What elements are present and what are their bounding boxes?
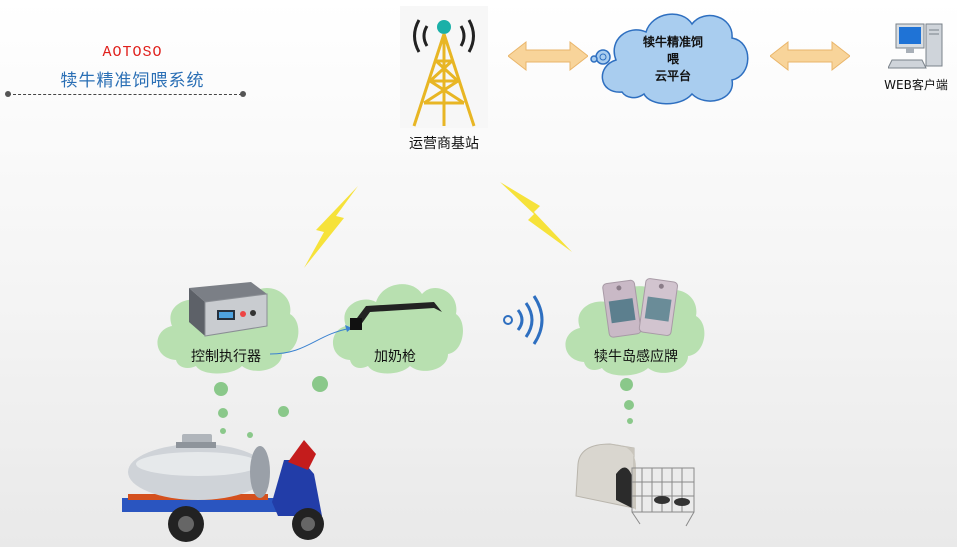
- brand-name: AOTOSO: [102, 44, 163, 61]
- double-arrow-icon: [770, 40, 850, 72]
- computer-icon: [888, 23, 943, 69]
- cloud-label-line: 云平台: [654, 69, 691, 83]
- milk-gun-label: 加奶枪: [374, 349, 416, 365]
- thought-bubble-dot: [620, 378, 633, 391]
- web-client-label: WEB客户端: [884, 78, 948, 92]
- divider-end-dot-right: [240, 91, 246, 97]
- milk-gun-icon: [350, 302, 442, 330]
- thought-bubble-dot: [218, 408, 228, 418]
- cell-tower-icon: [400, 6, 488, 128]
- tower-label: 运营商基站: [409, 136, 479, 152]
- system-title: 犊牛精准饲喂系统: [60, 71, 205, 91]
- connection-arrow: [269, 325, 353, 355]
- controller-box-icon: [189, 282, 268, 337]
- thought-bubble-dot: [278, 406, 289, 417]
- thought-bubble-dot: [214, 382, 228, 396]
- thought-bubble-dot: [220, 428, 226, 434]
- tag-label: 犊牛岛感应牌: [594, 349, 678, 365]
- wireless-signal-icon: [503, 295, 544, 345]
- thought-bubble-dot: [312, 376, 328, 392]
- rfid-tag-icon: [602, 278, 679, 338]
- lightning-icon: [500, 182, 572, 252]
- title-divider: [8, 94, 242, 95]
- thought-bubble-dot: [627, 418, 633, 424]
- divider-end-dot-left: [5, 91, 11, 97]
- thought-bubble-dot: [247, 432, 253, 438]
- cloud-platform-icon: [590, 13, 749, 105]
- cloud-label-line: 犊牛精准饲: [642, 35, 703, 49]
- cloud-label-line: 喂: [666, 52, 679, 66]
- calf-hutch-image: [575, 443, 695, 527]
- cloud-platform-label: 犊牛精准饲 喂 云平台: [618, 34, 728, 85]
- double-arrow-icon: [508, 40, 588, 72]
- milk-tank-vehicle-image: [122, 434, 324, 542]
- thought-bubble-dot: [624, 400, 634, 410]
- lightning-icon: [304, 186, 358, 268]
- controller-label: 控制执行器: [191, 349, 261, 365]
